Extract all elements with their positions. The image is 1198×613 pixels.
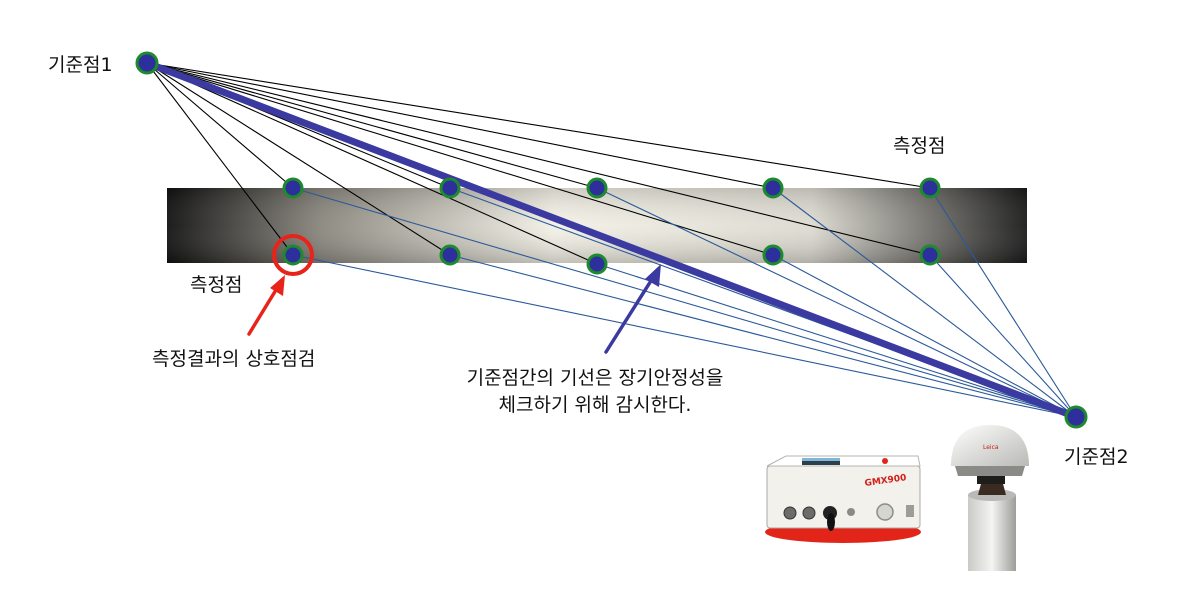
baseline-description-line-1: 기준점간의 기선은 장기안정성을 (466, 367, 724, 389)
measure-point (762, 244, 784, 266)
measure-point (586, 253, 608, 275)
measure-point (282, 244, 304, 266)
ref2-lines (292, 187, 1077, 418)
reference-point-1 (135, 51, 159, 75)
ref1-lines (146, 62, 931, 265)
measure-point-top-label: 측정점 (893, 135, 946, 157)
reference-point-1-label: 기준점1 (48, 54, 113, 76)
baseline (143, 59, 1080, 421)
baseline-arrow (604, 264, 661, 354)
measure-point (282, 177, 304, 199)
measure-point-left-label: 측정점 (190, 274, 243, 296)
baseline-description-line-2: 체크하기 위해 감시한다. (498, 394, 692, 416)
baseline-description: 기준점간의 기선은 장기안정성을 체크하기 위해 감시한다. (430, 365, 760, 419)
crosscheck-arrow (247, 275, 285, 336)
reference-point-2-label: 기준점2 (1064, 446, 1129, 468)
measure-point (762, 177, 784, 199)
measurement-points (282, 177, 941, 275)
gnss-antenna: Leica (951, 425, 1029, 571)
gnss-receiver-device: GMX900 (765, 455, 921, 543)
measure-point (586, 177, 608, 199)
antenna-brand-mark: Leica (983, 444, 999, 451)
crosscheck-label: 측정결과의 상호점검 (152, 348, 316, 370)
measure-point (919, 244, 941, 266)
measure-point (439, 177, 461, 199)
crosscheck-highlight-circle (272, 234, 314, 276)
measure-point (919, 177, 941, 199)
measure-point (439, 244, 461, 266)
reference-point-2 (1064, 405, 1088, 429)
